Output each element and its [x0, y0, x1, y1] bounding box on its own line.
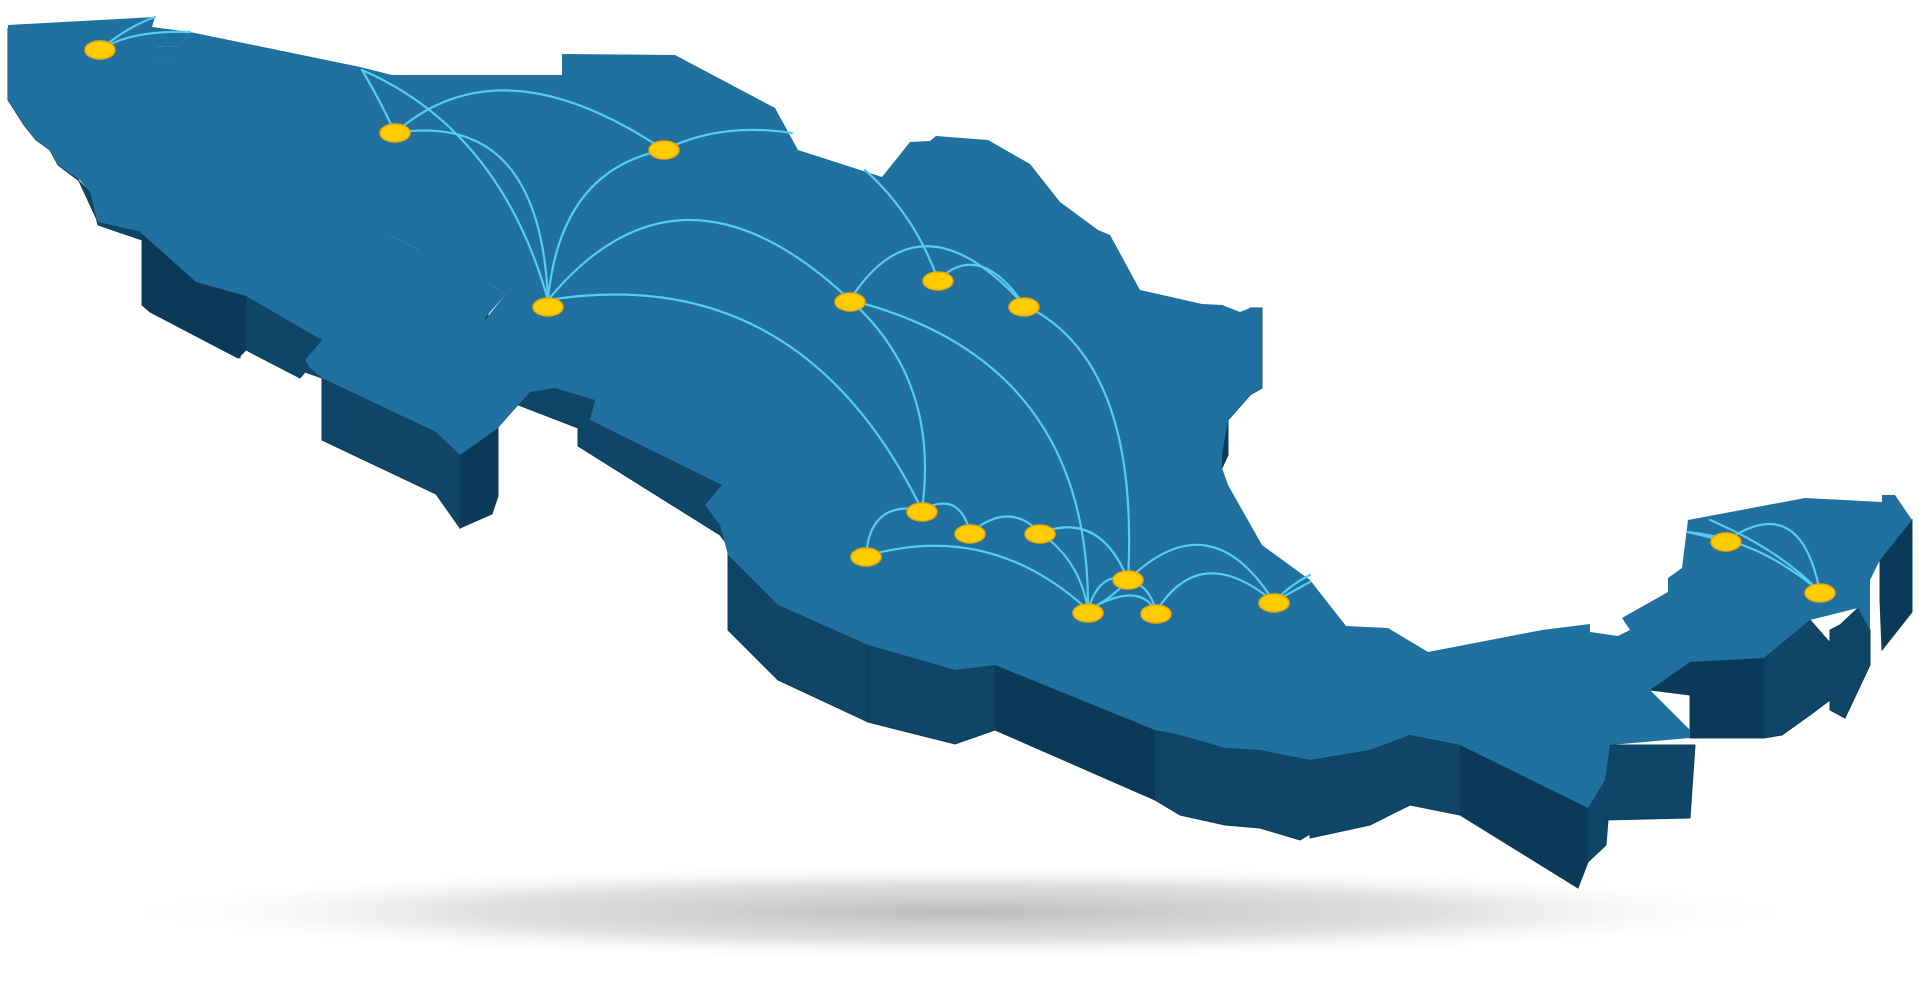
marker-colima [850, 547, 882, 567]
marker-monterrey [1008, 297, 1040, 317]
land-top [8, 17, 1912, 808]
routes [98, 15, 1822, 614]
marker-leon [954, 524, 986, 544]
route-north-saltillo [863, 168, 940, 282]
route-colima-cdmx [864, 544, 1090, 612]
marker-cancun [1804, 583, 1836, 603]
quintana-side [1763, 619, 1833, 739]
baja-side-mid [141, 230, 247, 359]
route-culiacan-guadalajara [546, 293, 924, 512]
route-monterrey-queretaro [1022, 303, 1131, 582]
marker-torreon [834, 292, 866, 312]
marker-merida [1710, 532, 1742, 552]
marker-guadalajara [906, 502, 938, 522]
marker-cdmx [1072, 603, 1104, 623]
marker-queretaro [1112, 570, 1144, 590]
route-gulf-cancun [1686, 530, 1822, 594]
marker-puebla [1140, 604, 1172, 624]
route-merida-cancun [1724, 523, 1822, 594]
route-queretaro-veracruz [1126, 543, 1276, 604]
route-torreon-cdmx [848, 298, 1090, 612]
marker-culiacan [532, 297, 564, 317]
chiapas-side [1459, 744, 1589, 889]
marker-veracruz [1258, 593, 1290, 613]
mainland-top [155, 32, 1912, 808]
cancun-side [1879, 518, 1913, 652]
marker-saltillo [922, 271, 954, 291]
marker-bajio [1024, 524, 1056, 544]
route-saltillo-monterrey [936, 263, 1026, 307]
ground-shadow [90, 862, 1830, 962]
markers [84, 40, 1836, 624]
marker-hermosillo [379, 123, 411, 143]
route-hermosillo-chihuahua [393, 89, 666, 152]
route-culiacan-torreon [546, 218, 852, 302]
route-border-culiacan [360, 68, 550, 302]
yucatan-east-side [1829, 607, 1871, 719]
route-hermosillo-culiacan [393, 129, 550, 302]
marker-chihuahua [648, 140, 680, 160]
route-torreon-monterrey [848, 245, 1026, 307]
route-north-cancun [1708, 518, 1822, 594]
route-puebla-veracruz [1154, 572, 1276, 614]
marker-tijuana [84, 40, 116, 60]
route-chihuahua-culiacan [546, 148, 666, 302]
baja-peninsula-top [140, 92, 498, 455]
yucatan-south-side [1604, 744, 1696, 821]
route-torreon-guadalajara [848, 298, 927, 512]
